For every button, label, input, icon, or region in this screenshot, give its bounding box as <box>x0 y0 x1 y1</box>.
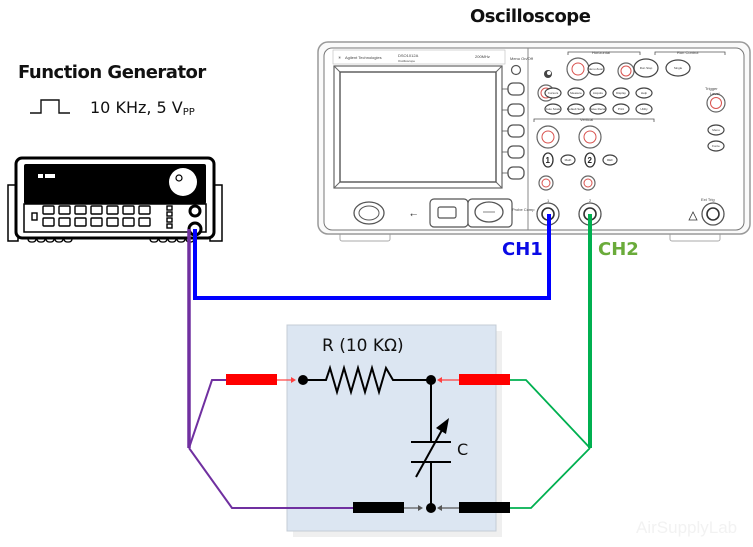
help-button-label: Help <box>641 91 648 95</box>
default-setup-button-label: Default Setup <box>567 107 586 111</box>
generator-black-clip <box>353 502 404 513</box>
probe-comp-label: Probe Comp <box>512 207 535 212</box>
ch2-black-clip <box>459 502 510 513</box>
menu-button[interactable] <box>707 124 725 136</box>
cursors-button[interactable] <box>544 87 562 99</box>
ref-button[interactable] <box>602 154 618 166</box>
force-button-label: Force <box>712 144 720 148</box>
trigger-level-label: Level <box>710 91 720 96</box>
ch2-position-knob[interactable] <box>580 175 596 191</box>
utility-button-label: Utility <box>640 107 648 111</box>
math-button-label: Math <box>565 158 572 162</box>
default-setup-button[interactable] <box>567 103 585 115</box>
menu-onoff-label: Menu On/Off <box>510 56 534 61</box>
osc-model: DSO1012A <box>398 53 419 58</box>
ch2-signal-lead <box>510 379 591 449</box>
resistor <box>298 364 430 396</box>
ch2-input-label: 2 <box>589 198 592 203</box>
trigger-level-knob[interactable] <box>706 93 726 113</box>
usb-port <box>437 206 457 219</box>
softkey-5[interactable] <box>507 166 525 180</box>
run-stop-button-label: Run Stop <box>640 66 653 70</box>
generator-ground-lead <box>188 447 354 509</box>
circuit-board <box>286 324 497 532</box>
generator-spec: 10 KHz, 5 VPP <box>90 98 195 118</box>
softkey-2[interactable] <box>507 103 525 117</box>
ch2-red-clip <box>459 374 510 385</box>
print-button[interactable] <box>612 103 630 115</box>
measure-button-label: Measure <box>570 91 582 95</box>
watermark: AirSupplyLab <box>636 518 738 537</box>
softkey-3[interactable] <box>507 124 525 138</box>
ch2-scale-knob[interactable] <box>578 125 602 149</box>
math-button[interactable] <box>560 154 576 166</box>
ext-trig-label: Ext Trig <box>701 197 715 202</box>
ch1-input-label: 1 <box>547 198 550 203</box>
ch1-label: CH1 <box>502 239 543 260</box>
menu-zoom-button[interactable] <box>587 62 605 76</box>
osc-model-sub: Oscilloscope <box>398 59 415 63</box>
horizontal-scale-knob[interactable] <box>566 57 590 81</box>
oscilloscope-device: ✳ Agilent Technologies DSO1012A Oscillos… <box>317 41 751 242</box>
generator-red-clip <box>226 374 277 385</box>
display-button-label: Display <box>616 91 626 95</box>
ch1-button[interactable] <box>542 152 554 168</box>
horizontal-position-knob[interactable] <box>617 62 635 80</box>
force-button[interactable] <box>707 140 725 152</box>
resistor-label: R (10 KΩ) <box>322 336 404 356</box>
single-button-label: Single <box>674 66 683 70</box>
oscilloscope-title: Oscilloscope <box>470 6 591 27</box>
menu-zoom-button-label: Menu Zoom <box>588 67 605 71</box>
svg-text:✳: ✳ <box>338 55 342 60</box>
trigger-section-label: Trigger <box>705 86 718 91</box>
print-button-label: Print <box>618 107 624 111</box>
help-button[interactable] <box>635 87 653 99</box>
generator-signal-lead <box>188 379 227 449</box>
ch1-scale-knob[interactable] <box>536 125 560 149</box>
oscilloscope-screen <box>339 71 497 183</box>
ch2-button[interactable] <box>584 152 596 168</box>
acquire-button-label: Acquire <box>593 91 604 95</box>
ch2-label: CH2 <box>598 239 639 260</box>
ch1-position-knob[interactable] <box>538 175 554 191</box>
warning-icon <box>688 211 698 221</box>
spec-main: 10 KHz, 5 V <box>90 98 183 117</box>
ch2-button-label: 2 <box>588 156 593 165</box>
run-stop-button[interactable] <box>633 58 659 78</box>
spec-sub: PP <box>182 107 195 118</box>
auto-scale-button-label: Auto Scale <box>546 107 561 111</box>
utility-button[interactable] <box>635 103 653 115</box>
ref-button-label: REF <box>607 158 613 162</box>
softkey-4[interactable] <box>507 145 525 159</box>
measure-button[interactable] <box>567 87 585 99</box>
variable-arrow-icon <box>436 418 449 434</box>
menu-button-label: Menu <box>712 128 720 132</box>
menu-onoff-button[interactable] <box>510 64 522 76</box>
capacitor-label: C <box>457 440 469 459</box>
save-recall-button-label: Save Recall <box>590 107 606 111</box>
variable-capacitor <box>411 375 451 513</box>
softkey-1[interactable] <box>507 82 525 96</box>
osc-brand: Agilent Technologies <box>345 55 382 60</box>
osc-bandwidth: 200MHz <box>475 54 490 59</box>
ch1-button-label: 1 <box>546 156 551 165</box>
horizontal-section-label: Horizontal <box>592 50 610 55</box>
usb-icon: ⭠ <box>410 209 417 219</box>
cursors-button-label: Cursors <box>548 91 559 95</box>
run-control-section-label: Run Control <box>677 50 698 55</box>
acquire-button[interactable] <box>589 87 607 99</box>
function-generator-device <box>7 156 223 243</box>
ch1-cable <box>193 214 551 300</box>
save-recall-button[interactable] <box>589 103 607 115</box>
single-button[interactable] <box>665 59 691 77</box>
function-generator-title: Function Generator <box>18 62 206 83</box>
auto-scale-button[interactable] <box>544 103 562 115</box>
vertical-section-label: Vertical <box>580 117 593 122</box>
display-button[interactable] <box>612 87 630 99</box>
ch2-ground-lead <box>510 447 591 509</box>
